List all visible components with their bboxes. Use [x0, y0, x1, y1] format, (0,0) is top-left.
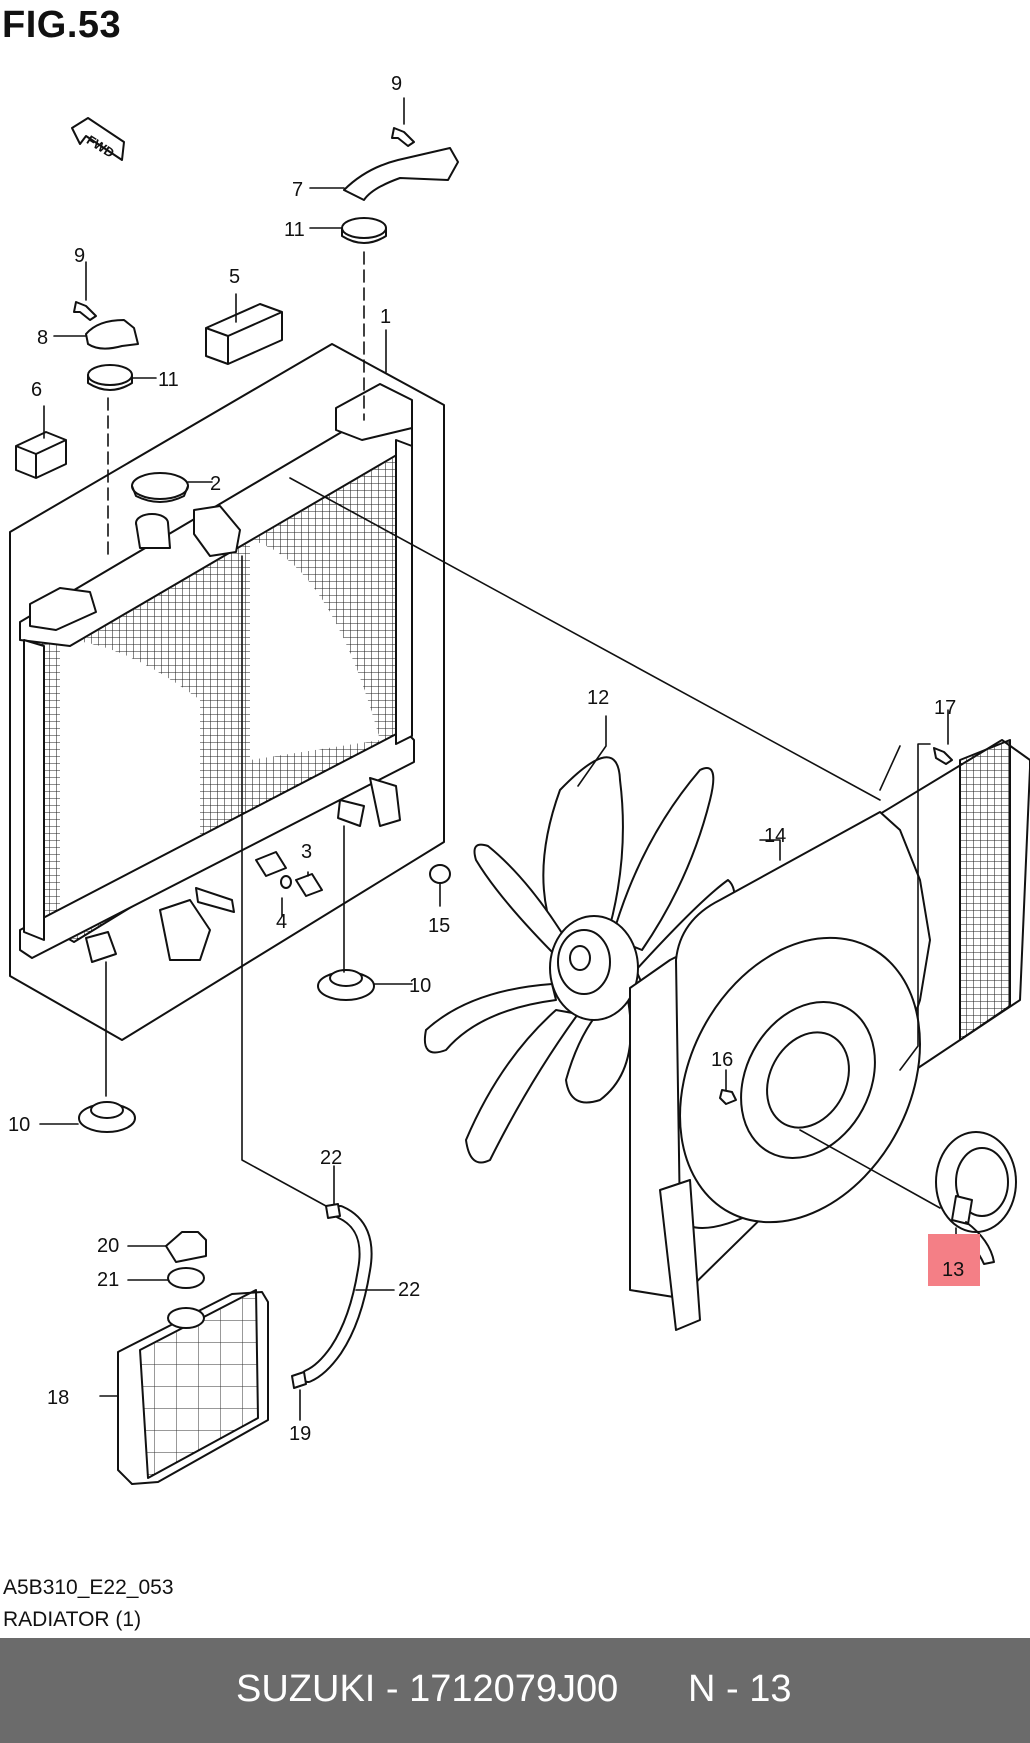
- leader-lines: [39, 97, 957, 1421]
- callout-9-left: 9: [74, 245, 85, 267]
- bushing-11-upper: [341, 217, 387, 244]
- callout-12: 12: [587, 687, 609, 709]
- footer-page: N - 13: [688, 1668, 792, 1710]
- bolt-17-icon: [933, 747, 953, 765]
- callout-4: 4: [276, 911, 287, 933]
- cushion-10-right: [317, 969, 375, 1001]
- callout-17: 17: [934, 697, 956, 719]
- radiator-core: [19, 383, 415, 963]
- cushion-block-6: [15, 431, 67, 479]
- o-ring-4: [280, 875, 292, 889]
- radiator-cap-2: [131, 472, 189, 503]
- radiator-diagram: FWD: [8, 73, 1030, 1485]
- bracket-7: [343, 147, 459, 201]
- callout-11-upper: 11: [284, 219, 305, 241]
- callout-18: 18: [47, 1387, 69, 1409]
- callout-2: 2: [210, 473, 221, 495]
- callout-15: 15: [428, 915, 450, 937]
- callout-11-left: 11: [158, 369, 179, 391]
- gasket-20: [167, 1267, 205, 1289]
- cushion-10-left: [78, 1101, 136, 1133]
- callout-22-lower: 19: [289, 1423, 311, 1445]
- footer-brand-part: SUZUKI - 1712079J00: [236, 1668, 619, 1710]
- cushion-block-5: [205, 303, 283, 365]
- callout-7: 7: [292, 179, 303, 201]
- callout-22-upper: 22: [320, 1147, 342, 1169]
- fan-motor-13: [935, 1131, 1017, 1265]
- highlight-box-13: [928, 1234, 980, 1286]
- callout-9-upper: 9: [391, 73, 402, 95]
- callout-10-right: 10: [409, 975, 431, 997]
- image-code: A5B310_E22_053: [3, 1576, 174, 1599]
- reservoir-cap-19: [165, 1231, 207, 1263]
- diagram-caption: RADIATOR (1): [3, 1608, 142, 1631]
- callout-16: 16: [711, 1049, 733, 1071]
- callout-labels: 9 7 11 9 5 1 8 11 6 2 12 17 14 3 4 15 10…: [8, 73, 964, 1445]
- callout-8: 8: [37, 327, 48, 349]
- drain-plug-3: [295, 873, 323, 897]
- callout-5: 5: [229, 266, 240, 288]
- bracket-8: [85, 319, 139, 350]
- hose-clamp-22-lower: [291, 1371, 307, 1389]
- footer-bar: SUZUKI - 1712079J00 N - 13: [0, 1638, 1030, 1743]
- bolt-9-left-icon: [73, 301, 97, 321]
- callout-21: 22: [398, 1279, 420, 1301]
- radiator-box: [9, 343, 445, 1041]
- fwd-arrow-icon: FWD: [71, 117, 125, 161]
- callout-20: 21: [97, 1269, 119, 1291]
- reservoir-tank-18: [117, 1289, 269, 1485]
- callout-14: 14: [764, 825, 786, 847]
- bushing-11-left: [87, 364, 133, 391]
- callout-6: 6: [31, 379, 42, 401]
- bolt-16-icon: [719, 1089, 737, 1105]
- figure-title: FIG.53: [2, 4, 122, 46]
- grommet-15: [429, 864, 451, 884]
- callout-13: 13: [942, 1259, 964, 1281]
- hose-clamp-22-upper: [325, 1203, 341, 1219]
- callout-10-left: 10: [8, 1114, 30, 1136]
- callout-19: 20: [97, 1235, 119, 1257]
- callout-3: 3: [301, 841, 312, 863]
- callout-1: 1: [380, 306, 391, 328]
- bolt-9-upper-icon: [391, 127, 415, 147]
- fan-shroud-14: [629, 739, 1030, 1331]
